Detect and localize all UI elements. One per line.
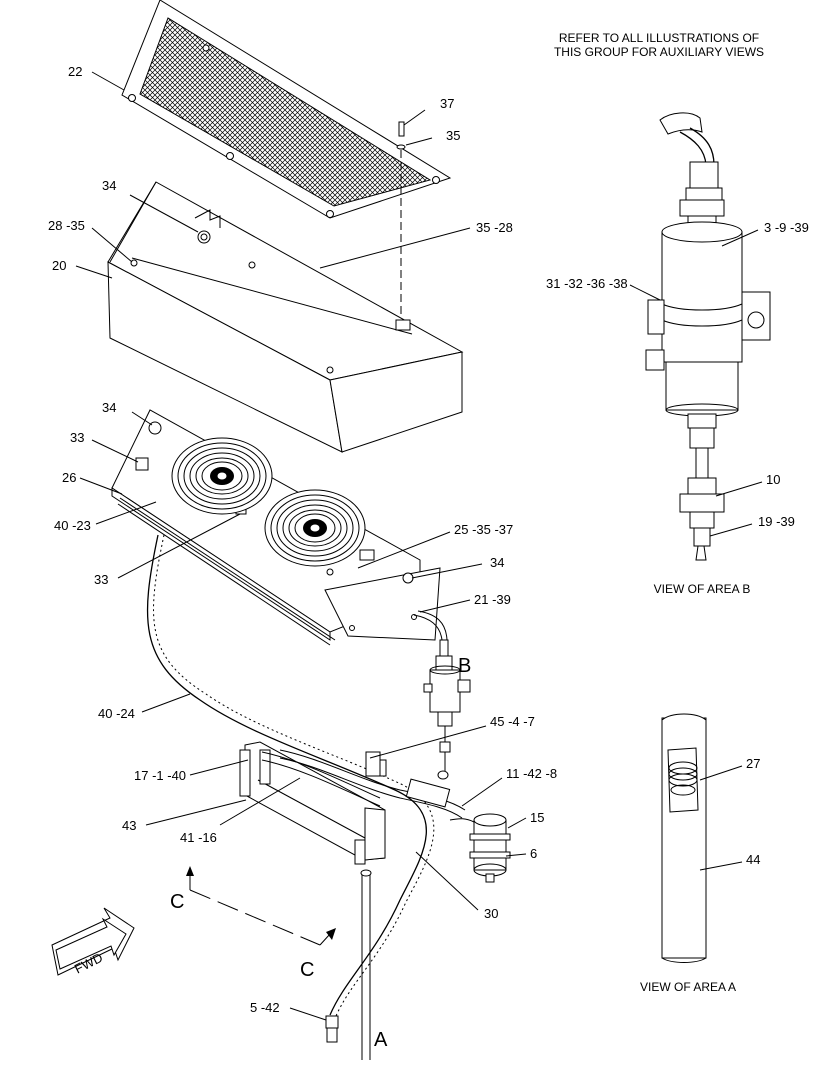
callout-35-28: 35 -28 xyxy=(476,220,513,235)
fan-2 xyxy=(264,489,366,567)
callout-34-mid: 34 xyxy=(102,400,116,415)
callout-20: 20 xyxy=(52,258,66,273)
fan-1 xyxy=(171,437,273,515)
view-area-a-label: VIEW OF AREA A xyxy=(640,980,736,994)
callout-15: 15 xyxy=(530,810,544,825)
callout-31-32-36-38: 31 -32 -36 -38 xyxy=(546,276,628,291)
callout-11-42-8: 11 -42 -8 xyxy=(506,766,557,781)
callout-3-9-39: 3 -9 -39 xyxy=(764,220,809,235)
callout-45-4-7: 45 -4 -7 xyxy=(490,714,535,729)
bolt-37 xyxy=(396,121,406,320)
bracket-assembly xyxy=(239,741,466,865)
callout-44: 44 xyxy=(746,852,760,867)
fwd-arrow: FWD xyxy=(51,907,135,977)
callout-33-b: 33 xyxy=(94,572,108,587)
callout-10: 10 xyxy=(766,472,780,487)
callout-22: 22 xyxy=(68,64,82,79)
leader-lines xyxy=(75,71,763,1021)
marker-b: B xyxy=(458,655,471,677)
header-note-line-2: THIS GROUP FOR AUXILIARY VIEWS xyxy=(554,45,764,59)
area-b-component xyxy=(645,112,771,561)
callout-40-24: 40 -24 xyxy=(98,706,135,721)
callout-27: 27 xyxy=(746,756,760,771)
callout-34-right: 34 xyxy=(490,555,504,570)
view-area-b-label: VIEW OF AREA B xyxy=(654,582,751,596)
marker-c-bottom: C xyxy=(300,959,314,981)
callout-6: 6 xyxy=(530,846,537,861)
callout-34-top: 34 xyxy=(102,178,116,193)
marker-c-top: C xyxy=(170,891,184,913)
screen-panel xyxy=(121,0,452,219)
callout-25-35-37: 25 -35 -37 xyxy=(454,522,513,537)
header-note-line-1: REFER TO ALL ILLUSTRATIONS OF xyxy=(559,31,759,45)
callout-37: 37 xyxy=(440,96,454,111)
fitting-5-42 xyxy=(325,1015,339,1043)
callout-43: 43 xyxy=(122,818,136,833)
callout-40-23: 40 -23 xyxy=(54,518,91,533)
callout-19-39: 19 -39 xyxy=(758,514,795,529)
callout-35: 35 xyxy=(446,128,460,143)
header-note: REFER TO ALL ILLUSTRATIONS OF THIS GROUP… xyxy=(554,31,764,59)
callout-33-a: 33 xyxy=(70,430,84,445)
marker-a: A xyxy=(374,1029,388,1051)
callout-26: 26 xyxy=(62,470,76,485)
callout-17-1-40: 17 -1 -40 xyxy=(134,768,186,783)
component-b xyxy=(423,639,471,780)
pipe-to-a xyxy=(360,869,372,1060)
area-a-tube xyxy=(661,713,707,963)
cover-box xyxy=(107,181,464,453)
callout-21-39: 21 -39 xyxy=(474,592,511,607)
canister-15 xyxy=(449,813,511,883)
hose-40-24 xyxy=(146,534,435,1017)
callout-28-35: 28 -35 xyxy=(48,218,85,233)
callout-5-42: 5 -42 xyxy=(250,1000,280,1015)
callout-30: 30 xyxy=(484,906,498,921)
callout-labels: 22 37 35 34 28 -35 35 -28 20 34 33 26 40… xyxy=(48,64,809,1051)
section-c-line xyxy=(186,866,336,946)
callout-41-16: 41 -16 xyxy=(180,830,217,845)
